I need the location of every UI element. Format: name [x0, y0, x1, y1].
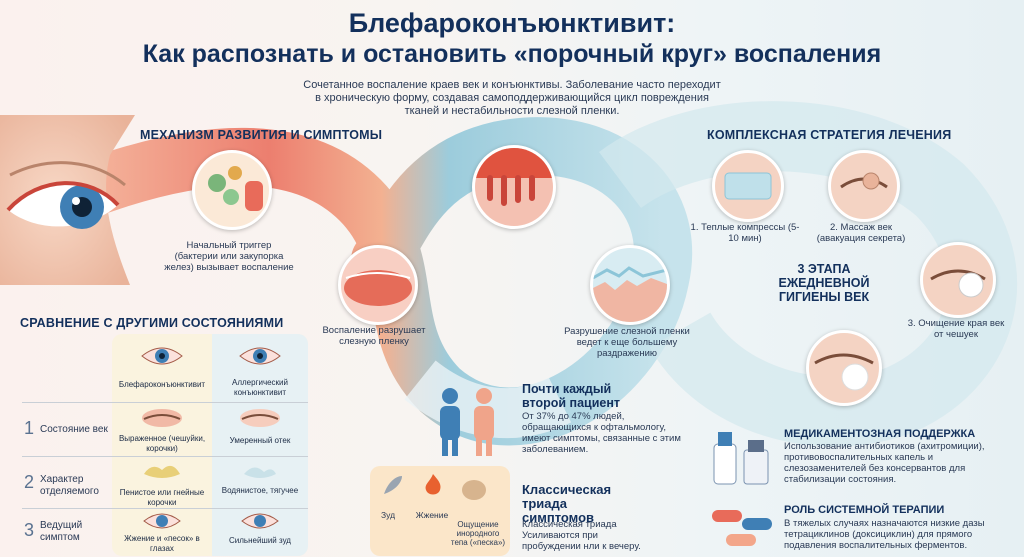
row-divider — [22, 508, 308, 509]
treatment-step-2: 2. Массаж век (авакуация секрета) — [816, 222, 906, 244]
eyelid-cleaning-icon — [920, 242, 996, 318]
mechanism-step-1: Начальный триггер (бактерии или закупорк… — [164, 240, 294, 273]
medication-heading: МЕДИКАМЕНТОЗНАЯ ПОДДЕРЖКА — [784, 428, 976, 440]
mechanism-heading: МЕХАНИЗМ РАЗВИТИЯ И СИМПТОМЫ — [140, 128, 383, 142]
triad-foreign: Ощущение инородного тепа («песка») — [450, 520, 506, 547]
row-1-number: 1 — [24, 418, 35, 438]
row-divider — [22, 456, 308, 457]
feather-icon — [384, 476, 402, 494]
warm-compress-icon — [712, 150, 784, 222]
flame-icon — [425, 474, 441, 495]
comparison-heading: СРАВНЕНИЕ С ДРУГИМИ СОСТОЯНИЯМИ — [20, 316, 284, 330]
hygiene-center-label: 3 ЭТАПА ЕЖЕДНЕВНОЙ ГИГИЕНЫ ВЕК — [778, 262, 870, 304]
patients-body: От 37% до 47% людей, обращающихся к офта… — [522, 411, 681, 455]
cotton-pad-icon — [806, 330, 882, 406]
row-2-allergic: Водянистое, тягучее — [221, 486, 299, 495]
systemic-heading: РОЛЬ СИСТЕМНОЙ ТЕРАПИИ — [784, 504, 945, 516]
red-eye-icon — [141, 347, 183, 365]
row-3-label: Ведущий симптом — [40, 520, 83, 543]
triad-itch: Зуд — [380, 510, 396, 520]
row-3-allergic: Сильнейший зуд — [229, 536, 291, 545]
sand-icon — [462, 480, 486, 500]
col-blepharo-label: Блефароконъюнктивит — [118, 380, 206, 389]
triad-burn: Жжение — [415, 510, 449, 520]
triad-heading: Классическая триада симптомов — [522, 482, 612, 525]
bacteria-icon — [192, 150, 272, 230]
inflamed-film-icon — [338, 245, 418, 325]
row-1-label: Состояние век — [40, 424, 108, 435]
allergic-eye-icon — [239, 347, 281, 365]
row-divider — [22, 402, 308, 403]
burning-eye-icon — [143, 513, 181, 529]
gland-icon — [472, 145, 556, 229]
treatment-heading: КОМПЛЕКСНАЯ СТРАТЕГИЯ ЛЕЧЕНИЯ — [707, 128, 952, 142]
page-title: Блефароконъюнктивит: Как распознать и ос… — [0, 8, 1024, 69]
eyelid-massage-icon — [828, 150, 900, 222]
treatment-step-3: 3. Очищение края век от чешуек — [907, 318, 1005, 340]
mild-swelling-icon — [240, 409, 280, 427]
intro-text: Сочетанное воспаление краев век и конъюн… — [303, 79, 721, 117]
row-1-blepharo: Выраженное (чешуйки, корочки) — [118, 434, 206, 453]
eye-drops-icon — [713, 432, 769, 485]
swollen-lid-icon — [142, 409, 182, 427]
row-3-number: 3 — [24, 520, 35, 540]
col-allergic-label: Аллергический конъюнктивит — [231, 378, 288, 397]
title-line-2: Как распознать и остановить «порочный кр… — [142, 40, 882, 68]
treatment-step-1: 1. Теплые компрессы (5-10 мин) — [690, 222, 800, 244]
row-2-blepharo: Пенистое или гнейные корочки — [119, 488, 205, 507]
systemic-body: В тяжелых случаях назначаются низкие даз… — [784, 518, 985, 551]
row-1-allergic: Умеренный отек — [229, 436, 291, 445]
triad-body: Классическая триада Усиливаются при проб… — [522, 519, 641, 552]
eye-illustration — [0, 115, 135, 285]
patients-heading: Почти каждый второй пациент — [522, 382, 621, 410]
foamy-discharge-icon — [144, 465, 180, 478]
mechanism-step-3: Разрушение слезной пленки ведет к еще бо… — [564, 326, 690, 359]
people-icon — [440, 388, 494, 456]
title-line-1: Блефароконъюнктивит: — [348, 8, 676, 38]
watery-discharge-icon — [244, 467, 276, 478]
itchy-eye-icon — [241, 513, 279, 529]
row-2-label: Характер отделяемого — [40, 474, 99, 497]
broken-film-icon — [590, 245, 670, 325]
pills-icon — [712, 510, 772, 546]
row-2-number: 2 — [24, 472, 35, 492]
mechanism-step-2: Воспаление разрушает слезную пленку — [322, 325, 426, 347]
medication-body: Использование антибиотиков (ахитромиции)… — [784, 441, 985, 485]
row-3-blepharo: Жжение и «песок» в глазах — [124, 534, 200, 553]
